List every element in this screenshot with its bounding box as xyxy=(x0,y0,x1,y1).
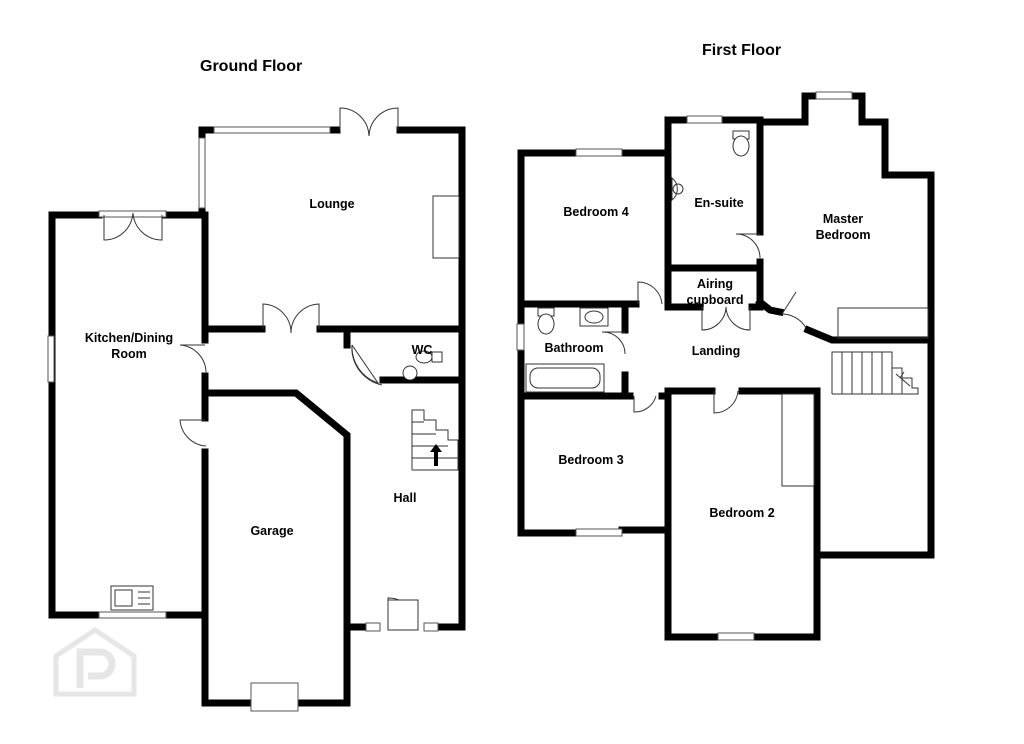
lounge-french-door xyxy=(339,107,399,137)
hall-label: Hall xyxy=(393,491,417,505)
bedroom2-label: Bedroom 2 xyxy=(709,506,775,520)
bedroom4-top-wall xyxy=(618,116,691,157)
wc-door-swing xyxy=(351,344,383,386)
kitchen-french-door xyxy=(103,212,163,241)
lounge-double-door xyxy=(262,303,320,334)
garage-inner-wall xyxy=(201,389,351,631)
kitchen-right-wall xyxy=(162,211,209,344)
kitchen-bottom-window xyxy=(98,611,167,619)
garage-wall-2 xyxy=(294,623,376,707)
garage-door xyxy=(179,419,207,447)
kitchen-label: Kitchen/Dining Room xyxy=(85,330,173,362)
hall-window-left xyxy=(365,622,381,632)
ensuite-basin-drain xyxy=(672,183,684,195)
bath-basin xyxy=(579,307,609,327)
landing-stairs xyxy=(831,351,919,395)
landing-master-door xyxy=(781,291,807,329)
ensuite-window xyxy=(686,115,723,124)
lounge-window xyxy=(213,126,331,134)
bedroom4-window xyxy=(575,148,623,157)
bath-basin-bowl xyxy=(584,310,604,324)
airing-doors xyxy=(701,306,751,331)
bathroom-label: Bathroom xyxy=(544,341,604,355)
ensuite-basin xyxy=(671,176,678,202)
kitchen-side-window xyxy=(47,335,55,383)
bedroom2-door xyxy=(713,390,739,414)
bathtub-inner xyxy=(529,367,601,389)
landing-stairs-arrow xyxy=(895,371,911,387)
airing-label-line-2: cupboard xyxy=(686,293,744,307)
master-door xyxy=(735,233,761,259)
kitchen-outer-wall xyxy=(48,211,103,619)
property-logo-watermark xyxy=(53,626,137,697)
master-window xyxy=(815,91,853,100)
lounge-side-window xyxy=(198,137,206,209)
ground-floor-title: Ground Floor xyxy=(200,58,303,75)
wc-label: WC xyxy=(411,343,433,357)
hall-window-right xyxy=(423,622,439,632)
up-arrow-icon xyxy=(430,444,442,466)
fireplace xyxy=(432,195,460,259)
front-door-leaf xyxy=(387,599,419,631)
first-floor-title: First Floor xyxy=(702,42,782,59)
ensuite-top-wall xyxy=(718,92,820,126)
master-wardrobe xyxy=(837,307,929,339)
bedroom2-wall xyxy=(618,526,722,641)
master-bedroom-label: Master Bedroom xyxy=(816,211,871,243)
master-landing-wall xyxy=(755,297,785,317)
airing-label-line-1: Airing xyxy=(696,277,734,291)
lounge-label: Lounge xyxy=(309,197,355,211)
kitchen-label-line-2: Room xyxy=(111,347,147,361)
ensuite-label: En-suite xyxy=(694,196,744,210)
wc-basin xyxy=(402,365,418,381)
bedroom4-door xyxy=(637,281,663,305)
garage-wall xyxy=(201,611,255,707)
kitchen-label-line-1: Kitchen/Dining xyxy=(84,331,174,345)
bedroom4-label: Bedroom 4 xyxy=(563,205,629,219)
wc-toilet xyxy=(415,350,443,364)
master-landing-wall-2 xyxy=(803,325,935,344)
bathtub xyxy=(525,363,605,393)
bedroom2-wardrobe xyxy=(781,393,815,487)
kitchen-door xyxy=(179,344,207,373)
bedroom3-door xyxy=(633,395,657,413)
bedroom3-window xyxy=(575,528,623,537)
kitchen-sink-bowl xyxy=(114,589,133,607)
garage-door-window xyxy=(250,682,299,712)
airing-cupboard-label: Airing cupboard xyxy=(687,276,744,308)
master-label-line-1: Master xyxy=(822,212,864,226)
bathroom-window xyxy=(516,323,525,351)
ground-floor-plan xyxy=(47,107,466,712)
bedroom2-window xyxy=(717,632,755,641)
master-wall xyxy=(750,92,935,641)
ensuite-toilet-bowl xyxy=(732,135,750,157)
landing-label: Landing xyxy=(691,344,741,358)
bedroom3-label: Bedroom 3 xyxy=(558,453,624,467)
first-floor-plan xyxy=(516,91,935,641)
bath-toilet-bowl xyxy=(537,313,555,335)
garage-label: Garage xyxy=(250,524,294,538)
hall-stairs xyxy=(411,409,459,471)
bathroom-door xyxy=(601,331,626,355)
master-label-line-2: Bedroom xyxy=(815,228,871,242)
